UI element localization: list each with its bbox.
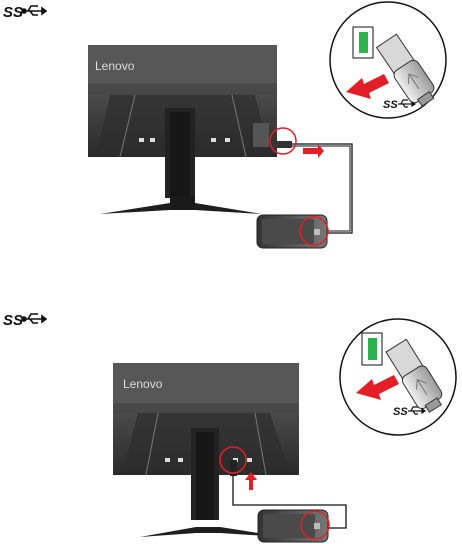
usb-logo-text-2: SS — [3, 312, 23, 329]
usb-trident-icon-2 — [22, 314, 46, 323]
inset-usb-logo-text-2: SS — [393, 406, 408, 418]
panel-1: SS Lenovo — [3, 2, 446, 248]
panel-2: SS Lenovo — [3, 312, 456, 542]
usb-trident-icon — [22, 6, 46, 15]
usb-superspeed-logo-2: SS — [3, 312, 46, 329]
monitor-brand-logo: Lenovo — [95, 59, 135, 73]
usb-superspeed-logo: SS — [3, 4, 46, 21]
inset-zoom-circle: SS — [330, 2, 446, 118]
inset-zoom-circle-2: SS — [340, 319, 456, 435]
usb-logo-text: SS — [3, 4, 23, 21]
monitor-brand-logo-2: Lenovo — [123, 377, 163, 391]
inset-usb-logo-text: SS — [383, 99, 398, 111]
phone-device-2 — [258, 510, 329, 542]
phone-device — [257, 215, 328, 248]
